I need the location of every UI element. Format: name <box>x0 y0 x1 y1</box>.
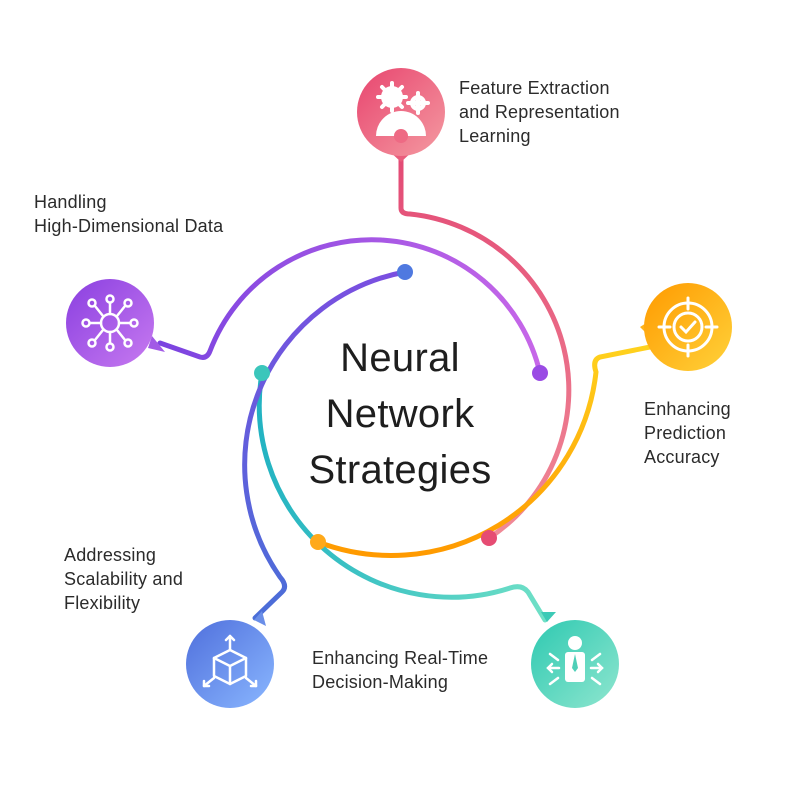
connector-pink <box>398 152 572 541</box>
label-line: High-Dimensional Data <box>34 216 224 236</box>
dot-yellow <box>310 534 326 550</box>
label-line: Handling <box>34 192 107 212</box>
label-line: Prediction <box>644 423 727 443</box>
label-line: Enhancing <box>644 399 731 419</box>
person-arrows-icon <box>546 636 604 686</box>
label-line: Accuracy <box>644 447 720 467</box>
label-line: Learning <box>459 126 531 146</box>
connector-teal <box>256 370 548 623</box>
label-line: Scalability and <box>64 569 184 589</box>
label-real-time-decision: Enhancing Real-Time Decision-Making <box>312 646 488 694</box>
connector-yellow <box>315 342 663 558</box>
dot-purple <box>532 365 548 381</box>
label-line: Enhancing Real-Time <box>312 648 489 668</box>
dot-teal <box>254 365 270 381</box>
label-prediction-accuracy: Enhancing Prediction Accuracy <box>644 397 731 469</box>
node-scalability <box>186 611 274 708</box>
dot-pink <box>481 530 497 546</box>
connector-purple <box>157 237 543 376</box>
gears-icon <box>376 81 430 143</box>
dot-blue <box>397 264 413 280</box>
label-line: and Representation <box>459 102 620 122</box>
node-feature-extraction <box>357 68 445 162</box>
label-line: Feature Extraction <box>459 78 610 98</box>
cube-arrows-icon <box>202 634 258 688</box>
title-line-1: Neural <box>340 336 460 380</box>
connector-blue <box>242 269 408 621</box>
node-prediction-accuracy <box>640 283 732 371</box>
label-line: Decision-Making <box>312 672 449 692</box>
network-icon <box>81 294 139 352</box>
target-check-icon <box>657 296 719 358</box>
center-title: Neural Network Strategies <box>250 330 550 498</box>
title-line-2: Network <box>325 392 475 436</box>
title-line-3: Strategies <box>308 448 492 492</box>
label-line: Addressing <box>64 545 157 565</box>
node-high-dimensional <box>66 279 165 367</box>
node-real-time-decision <box>531 612 619 708</box>
label-high-dimensional: Handling High-Dimensional Data <box>34 190 223 238</box>
label-scalability: Addressing Scalability and Flexibility <box>64 543 183 615</box>
label-feature-extraction: Feature Extraction and Representation Le… <box>459 76 620 148</box>
label-line: Flexibility <box>64 593 141 613</box>
